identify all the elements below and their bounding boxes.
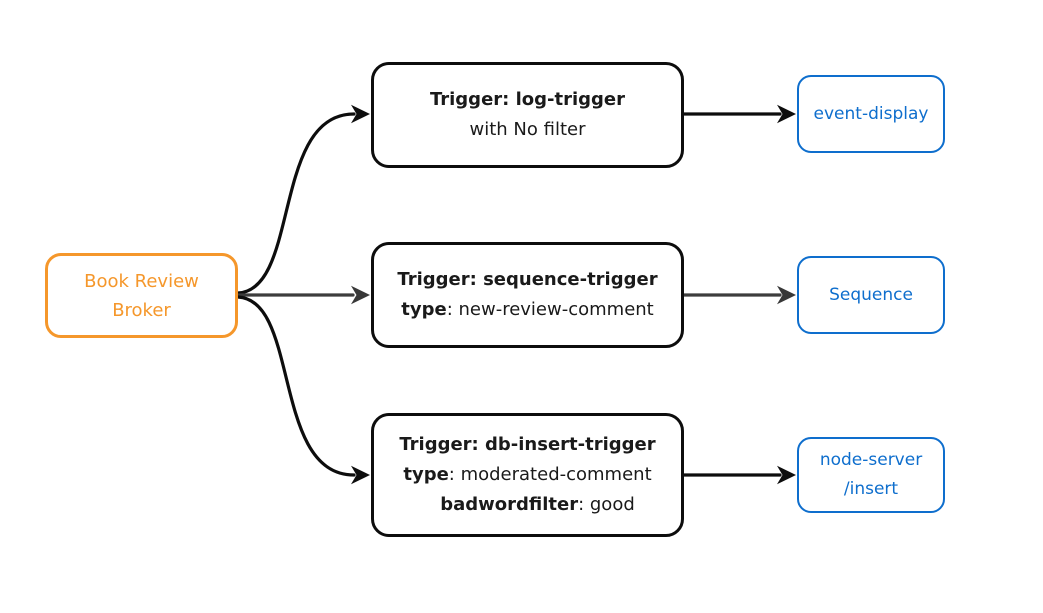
trigger-sequence-type: type: new-review-comment — [401, 299, 654, 320]
trigger-node-db-insert: Trigger: db-insert-trigger type: moderat… — [371, 413, 684, 537]
sink-node-sequence: Sequence — [797, 256, 945, 334]
sink-node-server-label-line1: node-server — [819, 450, 923, 470]
sink-node-node-server-insert: node-server /insert — [797, 437, 945, 513]
trigger-sequence-title: Trigger: sequence-trigger — [397, 269, 658, 290]
arrowhead-log-trigger-to-event-display-icon — [777, 104, 796, 124]
sink-node-server-label-line2: /insert — [843, 479, 899, 499]
trigger-db-insert-title: Trigger: db-insert-trigger — [399, 434, 656, 455]
broker-label-line1: Book Review — [84, 270, 199, 292]
trigger-db-insert-type: type: moderated-comment — [403, 464, 652, 485]
arrow-broker-to-db-insert-trigger — [236, 295, 356, 477]
arrowhead-sequence-trigger-to-sequence-icon — [777, 285, 796, 305]
trigger-node-log: Trigger: log-trigger with No filter — [371, 62, 684, 168]
broker-node: Book Review Broker — [45, 253, 238, 338]
arrowhead-broker-to-sequence-trigger-icon — [351, 285, 370, 305]
trigger-node-sequence: Trigger: sequence-trigger type: new-revi… — [371, 242, 684, 348]
trigger-log-title: Trigger: log-trigger — [429, 89, 626, 110]
arrowhead-broker-to-log-trigger-icon — [351, 104, 370, 124]
arrowhead-broker-to-db-insert-trigger-icon — [351, 465, 370, 485]
sink-event-display-label: event-display — [813, 103, 929, 124]
arrow-broker-to-log-trigger — [236, 112, 356, 295]
sink-node-event-display: event-display — [797, 75, 945, 153]
trigger-log-filter: with No filter — [469, 119, 586, 140]
broker-label-line2: Broker — [112, 299, 171, 321]
arrowhead-db-insert-trigger-to-node-server-icon — [777, 465, 796, 485]
trigger-db-insert-badwordfilter: badwordfilter: good — [440, 494, 635, 515]
sink-sequence-label: Sequence — [829, 284, 913, 305]
